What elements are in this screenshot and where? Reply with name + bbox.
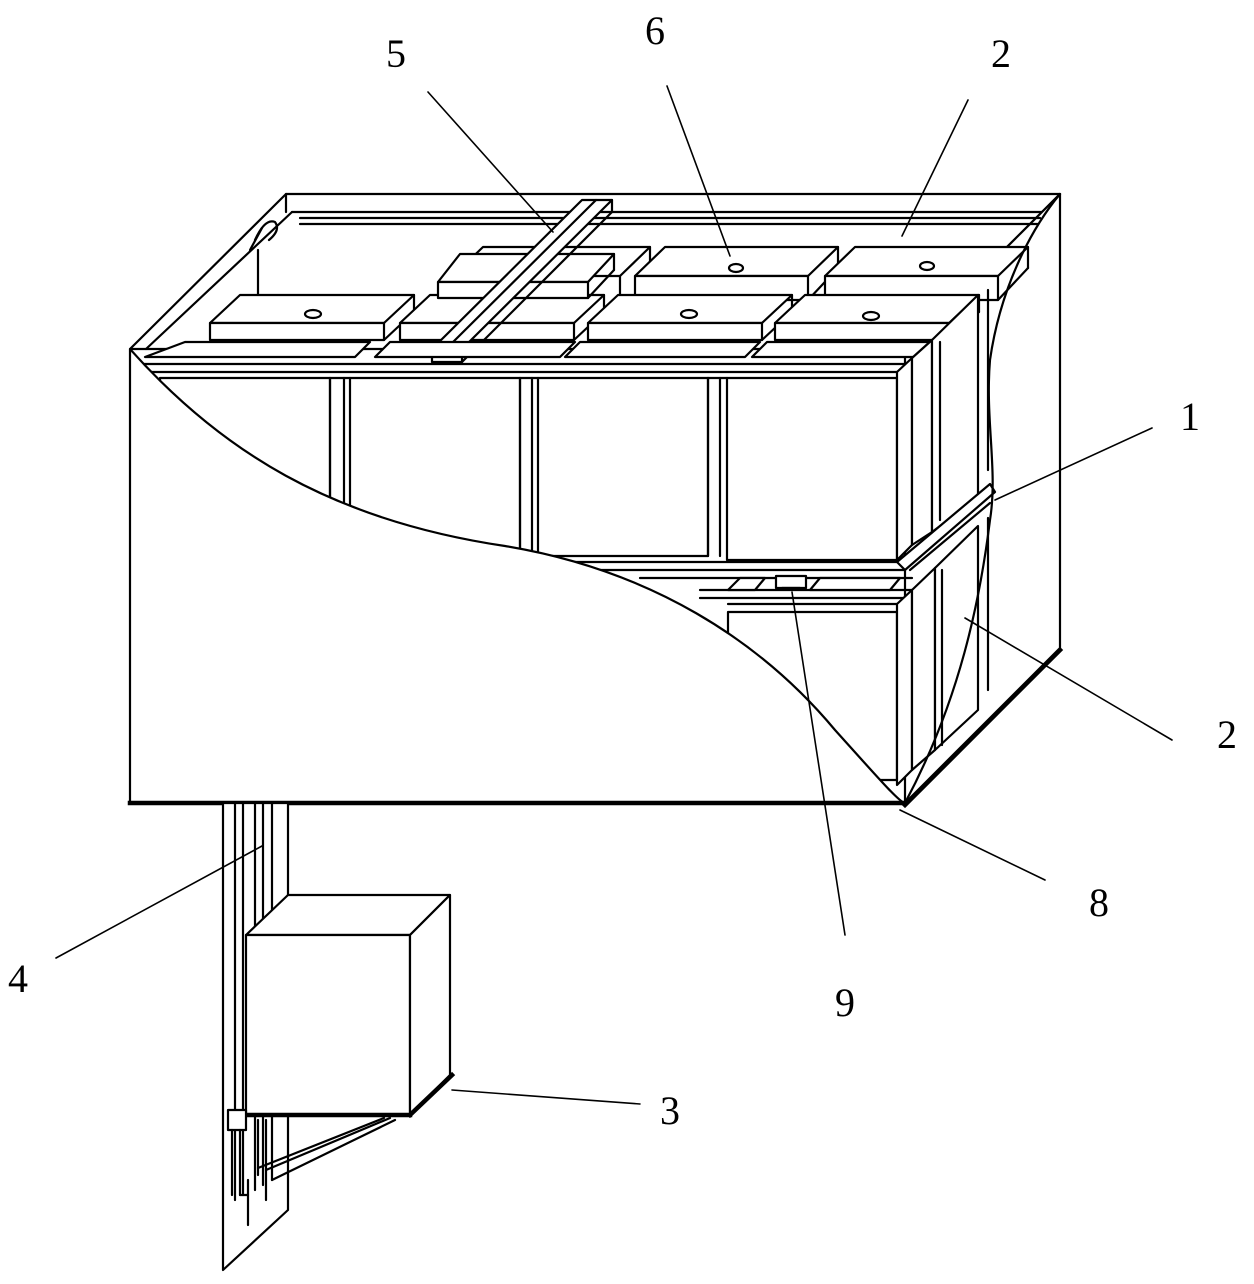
label-4: 4	[8, 956, 28, 1001]
leader-4	[55, 845, 263, 959]
connector-part	[774, 574, 808, 590]
label-9: 9	[835, 980, 855, 1025]
label-6: 6	[645, 8, 665, 53]
label-2-right: 2	[1217, 712, 1237, 757]
callout-labels: 5 6 2 1 2 8 9 4 3	[8, 8, 1237, 1133]
vent-hole	[303, 308, 323, 320]
lower-batteries	[638, 516, 990, 787]
vent-hole	[918, 260, 936, 272]
vent-hole	[861, 310, 881, 322]
leader-1	[994, 427, 1153, 501]
support-structure	[221, 801, 456, 1272]
leader-6	[666, 85, 731, 257]
label-5: 5	[386, 31, 406, 76]
control-box-front	[244, 933, 412, 1117]
leader-2-right	[964, 617, 1173, 741]
leader-9	[791, 591, 846, 936]
vent-hole	[727, 262, 745, 274]
leader-lines	[55, 85, 1173, 1105]
leader-3	[451, 1089, 641, 1105]
leader-2-top	[901, 99, 969, 237]
middle-shelf	[518, 482, 997, 572]
label-8: 8	[1089, 880, 1109, 925]
leader-8	[899, 809, 1046, 881]
label-3: 3	[660, 1088, 680, 1133]
label-1: 1	[1180, 394, 1200, 439]
front-panel	[127, 192, 1062, 806]
battery-front-row-lids	[208, 293, 981, 342]
vent-hole	[679, 308, 699, 320]
back-rail	[256, 216, 1042, 302]
leader-5	[427, 91, 554, 233]
label-2-top: 2	[991, 31, 1011, 76]
